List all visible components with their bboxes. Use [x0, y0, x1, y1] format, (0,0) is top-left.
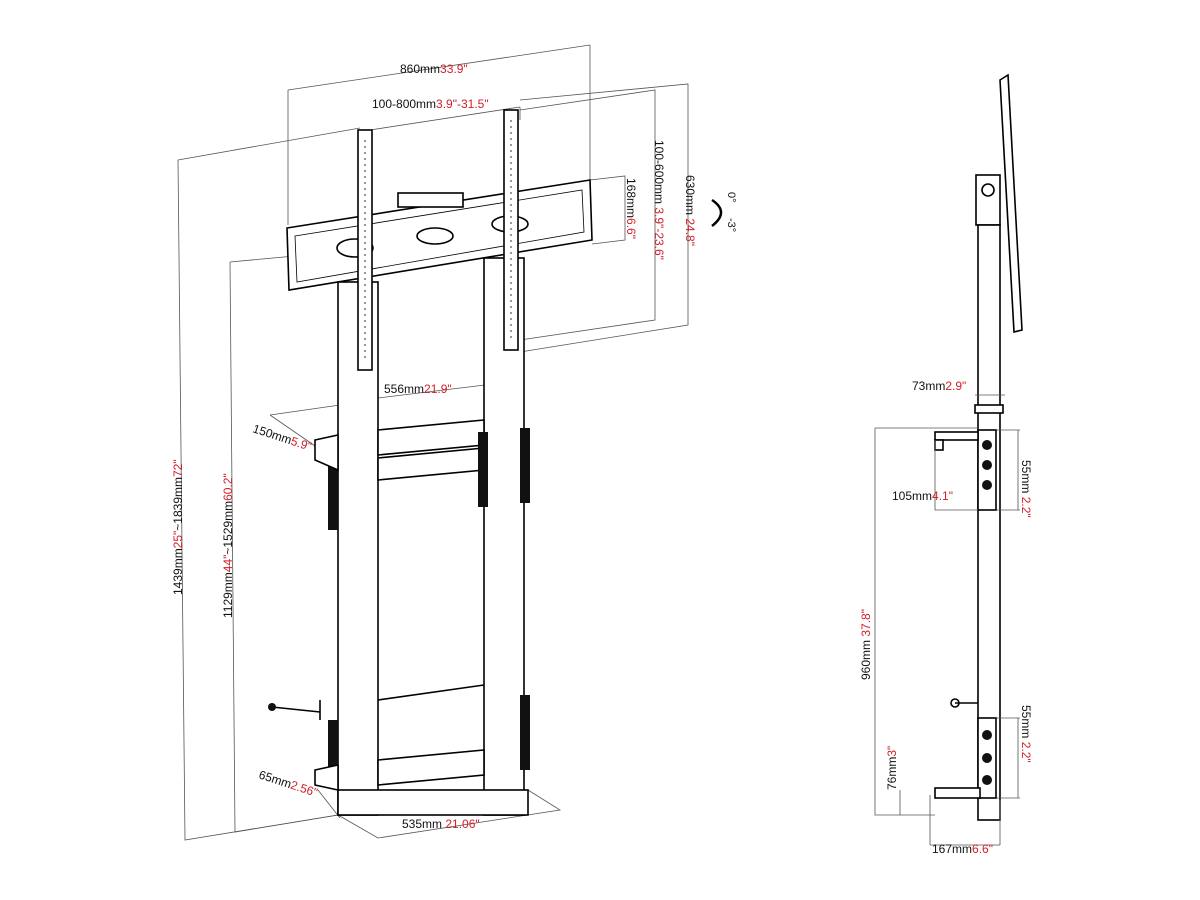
- tilt-arrow-icon: [711, 198, 723, 227]
- side-crank-icon: [950, 698, 978, 708]
- label-bracket-offset: 105mm4.1": [892, 489, 953, 503]
- label-upper-bracket-height: 55mm 2.2": [1019, 460, 1033, 518]
- label-plate-height: 168mm6.6": [624, 178, 638, 239]
- crank-handle-icon: [268, 700, 321, 720]
- plate-hook: [397, 192, 464, 208]
- right-pole: [483, 257, 525, 816]
- label-bracket-spacing: 960mm 37.8": [859, 609, 873, 680]
- label-bracket-depth: 150mm5.9": [251, 422, 313, 454]
- label-total-height: 1439mm25"~1839mm72": [171, 459, 185, 595]
- tilt-head: [975, 174, 1001, 226]
- label-floor-clearance: 76mm3": [885, 746, 899, 790]
- tv-panel: [999, 73, 1023, 334]
- label-tilt-3: -3°: [725, 218, 737, 232]
- side-view: 73mm2.9" 55mm 2.2" 105mm4.1" 960mm 37.8"…: [859, 73, 1033, 856]
- side-pole: [977, 224, 1001, 821]
- label-pole-depth: 73mm2.9": [912, 379, 966, 393]
- brackets: [314, 428, 530, 791]
- label-lower-bracket-height: 55mm 2.2": [1019, 705, 1033, 763]
- label-base-width: 535mm 21.06": [402, 817, 480, 831]
- base: [337, 789, 529, 816]
- label-base-depth: 167mm6.6": [932, 842, 993, 856]
- label-pole-spacing: 556mm21.9": [384, 382, 452, 396]
- label-tilt-0: 0°: [725, 192, 737, 203]
- label-vesa-horizontal: 100-800mm3.9"-31.5": [372, 97, 489, 111]
- label-vesa-vertical: 100-600mm 3.9"-23.6": [652, 140, 666, 260]
- plate-slot: [336, 238, 374, 258]
- dimension-lines: [177, 44, 689, 841]
- label-width-total: 860mm33.9": [400, 62, 468, 76]
- label-foot-depth: 65mm2.56": [257, 768, 319, 800]
- label-arm-height: 630mm 24.8": [683, 175, 697, 246]
- lower-crossbar: [377, 749, 485, 786]
- label-center-height: 1129mm44"~1529mm60.2": [221, 473, 235, 618]
- front-view: 860mm33.9" 100-800mm3.9"-31.5" 100-600mm…: [171, 44, 737, 841]
- plate-slot: [416, 227, 454, 245]
